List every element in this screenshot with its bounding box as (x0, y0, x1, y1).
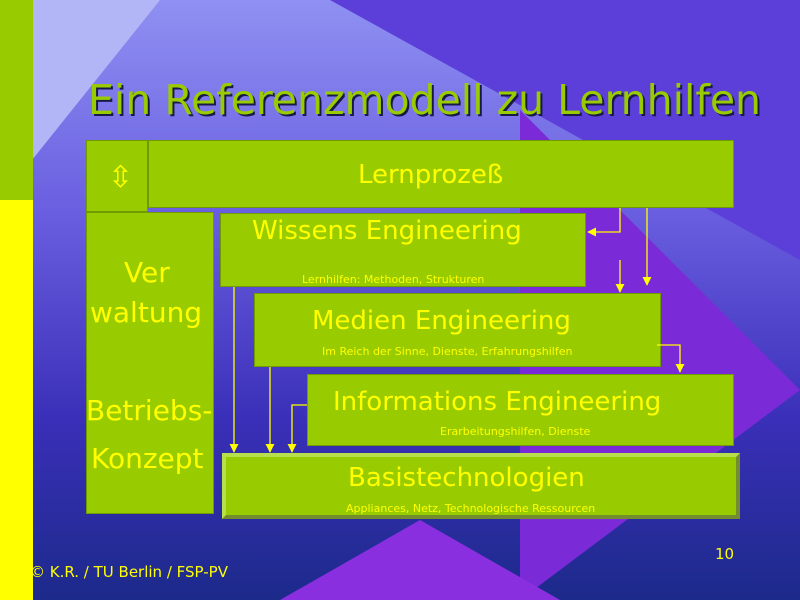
basis-sub: Appliances, Netz, Technologische Ressour… (346, 502, 596, 515)
lernprozess-box (148, 140, 734, 208)
page-number: 10 (715, 545, 735, 563)
verwaltung-box (86, 212, 214, 514)
wissens-sub: Lernhilfen: Methoden, Strukturen (302, 273, 485, 286)
basis-label: Basistechnologien (348, 463, 585, 493)
bg-bottom-triangle (280, 520, 560, 600)
verwaltung-line2: waltung (90, 296, 203, 329)
wissens-label: Wissens Engineering (252, 216, 522, 246)
left-bar-green (0, 0, 33, 200)
footer-credit: © K.R. / TU Berlin / FSP-PV (30, 563, 228, 581)
slide-title: Ein Referenzmodell zu Lernhilfen (88, 76, 762, 124)
medien-box (254, 293, 661, 367)
up-down-arrow-icon: ⇳ (108, 160, 134, 195)
updown-box (86, 140, 148, 212)
betriebskonzept-line1: Betriebs- (86, 394, 213, 427)
verwaltung-line1: Ver (124, 256, 170, 289)
lernprozess-label: Lernprozeß (358, 160, 504, 190)
informations-box (307, 374, 734, 446)
left-bar-yellow (0, 200, 33, 600)
medien-sub: Im Reich der Sinne, Dienste, Erfahrungsh… (322, 345, 573, 358)
basis-box (222, 453, 740, 519)
betriebskonzept-line2: Konzept (91, 442, 204, 475)
wissens-box (220, 213, 586, 287)
informations-label: Informations Engineering (333, 387, 662, 417)
bg-light-triangle (0, 0, 160, 200)
medien-label: Medien Engineering (312, 306, 571, 336)
informations-sub: Erarbeitungshilfen, Dienste (440, 425, 591, 438)
